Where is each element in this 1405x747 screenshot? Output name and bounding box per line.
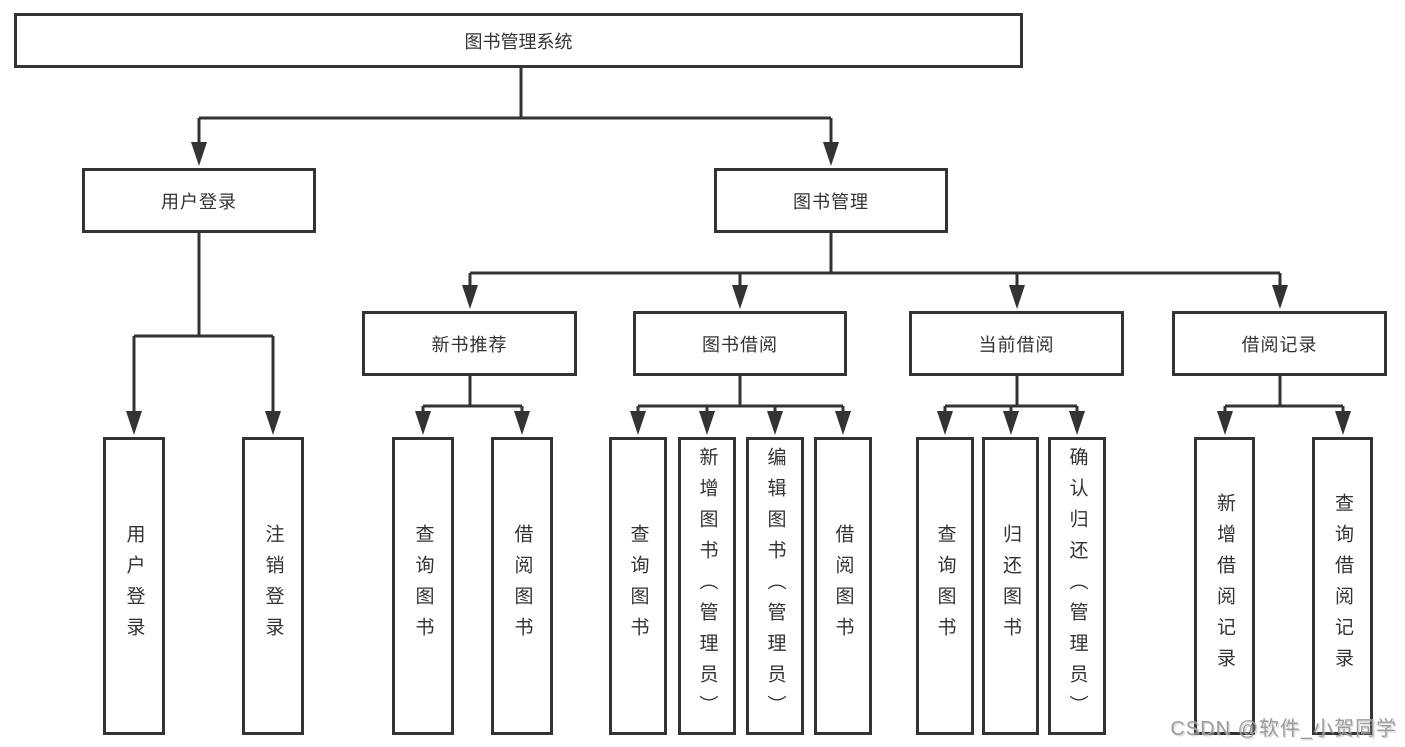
leaf-edit-books-admin: 编辑图书（管理员） bbox=[746, 437, 804, 735]
node-label: 借阅记录 bbox=[1241, 334, 1318, 355]
leaf-add-borrow-record: 新增借阅记录 bbox=[1194, 437, 1255, 735]
node-new-book-recommend: 新书推荐 bbox=[362, 311, 577, 376]
leaf-add-books-admin: 新增图书（管理员） bbox=[678, 437, 736, 735]
leaf-query-borrow-record: 查询借阅记录 bbox=[1312, 437, 1373, 735]
leaf-label: 新增借阅记录 bbox=[1214, 493, 1235, 679]
node-label: 新书推荐 bbox=[431, 334, 508, 355]
leaf-query-books-recommend: 查询图书 bbox=[392, 437, 454, 735]
leaf-label: 注销登录 bbox=[262, 524, 284, 648]
node-book-management: 图书管理 bbox=[714, 168, 948, 233]
leaf-label: 查询图书 bbox=[627, 524, 649, 648]
leaf-query-books-borrow: 查询图书 bbox=[609, 437, 667, 735]
leaf-label: 新增图书（管理员） bbox=[696, 446, 718, 726]
leaf-label: 借阅图书 bbox=[832, 524, 854, 648]
leaf-user-login: 用户登录 bbox=[103, 437, 165, 735]
node-label: 用户登录 bbox=[161, 191, 237, 212]
node-label: 图书管理 bbox=[793, 191, 869, 212]
leaf-borrow-books-recommend: 借阅图书 bbox=[491, 437, 553, 735]
node-borrowing-records: 借阅记录 bbox=[1172, 311, 1387, 376]
node-library-management-system: 图书管理系统 bbox=[14, 13, 1023, 68]
node-label: 当前借阅 bbox=[978, 334, 1055, 355]
leaf-label: 查询借阅记录 bbox=[1332, 493, 1353, 679]
leaf-label: 确认归还（管理员） bbox=[1066, 446, 1088, 726]
leaf-label: 借阅图书 bbox=[511, 524, 533, 648]
leaf-return-books: 归还图书 bbox=[982, 437, 1039, 735]
leaf-query-books-current: 查询图书 bbox=[916, 437, 974, 735]
csdn-watermark: CSDN @软件_小贺同学 bbox=[1170, 718, 1397, 740]
node-label: 图书借阅 bbox=[702, 334, 778, 355]
node-label: 图书管理系统 bbox=[464, 31, 573, 52]
node-user-login: 用户登录 bbox=[82, 168, 316, 233]
leaf-confirm-return-admin: 确认归还（管理员） bbox=[1048, 437, 1106, 735]
leaf-label: 用户登录 bbox=[123, 524, 145, 648]
leaf-logout: 注销登录 bbox=[242, 437, 304, 735]
leaf-borrow-books: 借阅图书 bbox=[814, 437, 872, 735]
leaf-label: 查询图书 bbox=[412, 524, 434, 648]
leaf-label: 编辑图书（管理员） bbox=[764, 446, 786, 726]
node-book-borrowing: 图书借阅 bbox=[633, 311, 847, 376]
leaf-label: 查询图书 bbox=[934, 524, 956, 648]
leaf-label: 归还图书 bbox=[1000, 524, 1021, 648]
node-current-borrowing: 当前借阅 bbox=[909, 311, 1124, 376]
